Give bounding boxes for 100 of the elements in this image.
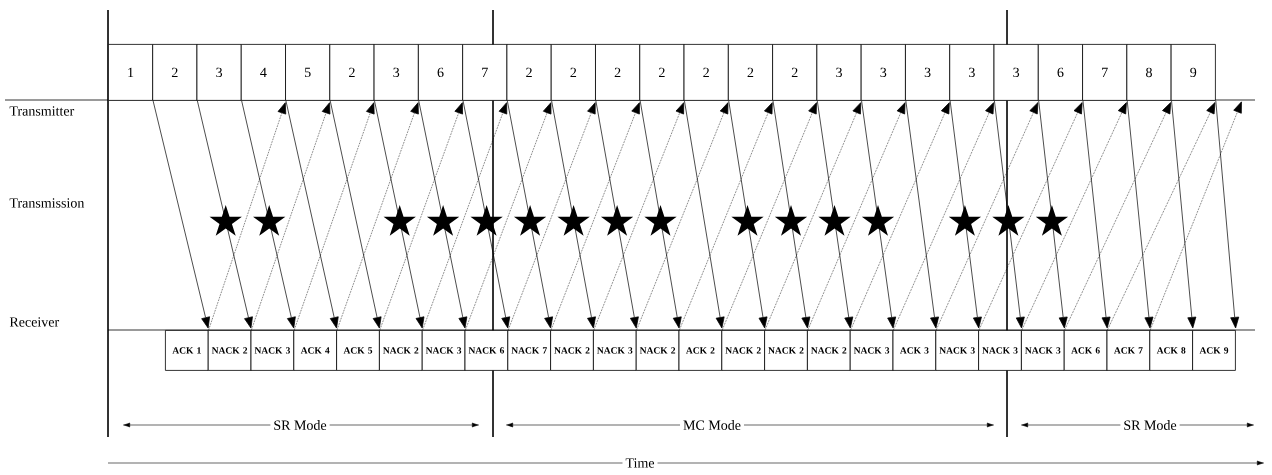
ack-box: NACK 2 — [207, 330, 252, 371]
frame-box: 3 — [860, 44, 906, 101]
ack-arrow — [893, 102, 994, 331]
frame-box: 2 — [683, 44, 729, 101]
mode-label: SR Mode — [1120, 417, 1180, 433]
ack-arrow — [764, 102, 862, 331]
ack-box: ACK 3 — [892, 330, 937, 371]
frame-arrow — [506, 100, 553, 329]
frame-box: 2 — [550, 44, 596, 101]
ack-arrow — [251, 102, 331, 331]
ack-arrow — [465, 102, 552, 331]
row-label: Transmission — [6, 195, 88, 211]
frame-box: 8 — [1126, 44, 1172, 101]
frame-box: 2 — [772, 44, 818, 101]
ack-box: NACK 3 — [421, 330, 466, 371]
ack-box: ACK 7 — [1106, 330, 1151, 371]
frame-arrow — [905, 100, 939, 329]
frame-box: 9 — [1170, 44, 1216, 101]
ack-arrow — [293, 102, 375, 331]
ack-arrow — [593, 102, 685, 331]
ack-box: NACK 3 — [593, 330, 637, 371]
frame-arrow — [728, 100, 768, 329]
frame-box: 3 — [196, 44, 242, 101]
ack-arrow — [721, 102, 817, 331]
row-label: Receiver — [6, 314, 63, 330]
frame-box: 2 — [506, 44, 552, 101]
frame-box: 3 — [373, 44, 419, 101]
frame-arrow — [551, 100, 596, 329]
ack-box: NACK 3 — [849, 330, 894, 371]
frame-arrow — [374, 100, 425, 329]
frame-arrow — [639, 100, 682, 329]
frame-box: 3 — [905, 44, 951, 101]
frame-box: 2 — [329, 44, 375, 101]
ack-box: NACK 2 — [550, 330, 594, 371]
ack-box: NACK 3 — [250, 330, 295, 371]
ack-box: NACK 6 — [464, 330, 509, 371]
ack-arrow — [807, 102, 906, 331]
ack-arrow — [850, 102, 950, 331]
frame-arrow — [1215, 100, 1240, 329]
ack-box: ACK 8 — [1149, 330, 1193, 371]
ack-arrow — [1107, 102, 1216, 331]
ack-arrow — [550, 102, 640, 331]
ack-box: NACK 3 — [978, 330, 1022, 371]
frame-arrow — [197, 100, 253, 329]
ack-box: ACK 6 — [1063, 330, 1108, 371]
time-label: Time — [622, 455, 658, 471]
frame-arrow — [285, 100, 339, 329]
ack-box: NACK 2 — [379, 330, 423, 371]
frame-arrow — [994, 100, 1025, 329]
frame-arrow — [1171, 100, 1197, 329]
ack-box: ACK 1 — [165, 330, 209, 371]
frame-box: 1 — [108, 44, 154, 101]
ack-box: NACK 2 — [635, 330, 680, 371]
frame-box: 7 — [462, 44, 508, 101]
frame-arrow — [241, 100, 296, 329]
mode-label: MC Mode — [680, 417, 744, 433]
frame-box: 2 — [727, 44, 773, 101]
ack-arrow — [336, 102, 419, 331]
ack-box: NACK 3 — [1021, 330, 1065, 371]
ack-arrow — [978, 102, 1083, 331]
frame-arrow — [684, 100, 725, 329]
frame-box: 6 — [417, 44, 464, 101]
frame-arrow — [152, 100, 210, 329]
row-label: Transmitter — [6, 103, 78, 119]
frame-box: 6 — [1037, 44, 1083, 101]
ack-arrow — [1064, 102, 1172, 331]
frame-box: 2 — [152, 44, 198, 101]
frame-arrow — [595, 100, 639, 329]
ack-arrow — [507, 102, 596, 331]
frame-box: 2 — [639, 44, 685, 101]
frame-box: 3 — [949, 44, 995, 101]
frame-arrow — [418, 100, 468, 329]
ack-box: NACK 2 — [764, 330, 808, 371]
frame-box: 3 — [993, 44, 1039, 101]
frame-arrow — [1082, 100, 1111, 329]
ack-arrow — [422, 102, 508, 331]
ack-box: NACK 2 — [807, 330, 851, 371]
frame-arrow — [816, 100, 854, 329]
ack-box: NACK 3 — [935, 330, 979, 371]
ack-box: ACK 4 — [293, 330, 337, 371]
frame-arrow — [1126, 100, 1154, 329]
frame-arrow — [329, 100, 382, 329]
ack-arrow — [679, 102, 773, 331]
ack-arrow — [1021, 102, 1127, 331]
frame-arrow — [861, 100, 897, 329]
ack-arrow — [208, 102, 287, 331]
ack-box: ACK 5 — [336, 330, 380, 371]
frame-arrow — [462, 100, 511, 329]
frame-arrow — [949, 100, 982, 329]
ack-arrow — [379, 102, 463, 331]
frame-box: 2 — [595, 44, 641, 101]
ack-box: ACK 2 — [678, 330, 723, 371]
ack-arrow — [935, 102, 1039, 331]
mode-label: SR Mode — [270, 417, 330, 433]
frame-arrow — [1038, 100, 1068, 329]
frame-arrow — [772, 100, 811, 329]
ack-box: NACK 7 — [507, 330, 551, 371]
frame-box: 4 — [240, 44, 286, 101]
frame-box: 3 — [816, 44, 862, 101]
ack-arrow — [1149, 101, 1242, 331]
